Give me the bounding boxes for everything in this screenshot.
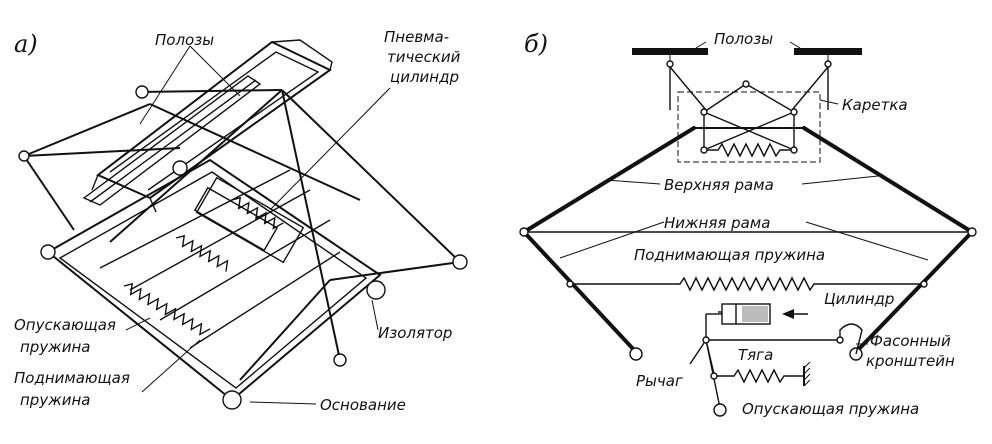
lifting-spring-scheme [566,276,928,292]
label-polozy-a: Полозы [155,31,214,49]
label-insulator: Изолятор [378,324,452,342]
label-lowering-spring-line2: пружина [20,338,90,356]
label-carriage: Каретка [842,96,908,114]
label-pneumo-line3: цилиндр [390,68,459,86]
label-polozy-b: Полозы [714,30,773,48]
carriage-scheme [677,80,821,163]
upper-frame-drawing [18,85,468,381]
panel-a-tag: а) [14,30,38,58]
label-lever: Рычаг [636,372,683,390]
panel-a: а) [14,28,468,414]
label-tie-rod: Тяга [738,346,773,364]
label-upper-frame: Верхняя рама [664,176,774,194]
label-lifting-spring-line2: пружина [20,391,90,409]
panel-b-tag: б) [524,30,548,58]
label-pneumo-line1: Пневма- [384,28,449,46]
label-base: Основание [320,396,406,414]
skids-scheme [632,48,862,111]
panel-b-leaders [559,41,929,345]
label-shaped-bracket-line1: Фасонный [870,332,951,350]
label-lifting-spring-b: Поднимающая пружина [634,246,825,264]
label-lower-frame: Нижняя рама [664,214,770,232]
springs-drawing [123,186,284,336]
skids-drawing [82,39,333,213]
lever-scheme [689,323,863,417]
label-pneumo-line2: тический [387,48,461,66]
cylinder-scheme [705,303,808,340]
label-cylinder: Цилиндр [824,290,894,308]
base-drawing [40,158,386,410]
label-lowering-spring-line1: Опускающая [14,316,116,334]
panel-b: б) [519,30,977,418]
label-lowering-spring-b: Опускающая пружина [742,400,919,418]
label-lifting-spring-line1: Поднимающая [14,369,130,387]
label-shaped-bracket-line2: кронштейн [866,352,955,370]
panel-a-leaders [125,45,391,405]
lower-frame-scheme [519,227,977,361]
